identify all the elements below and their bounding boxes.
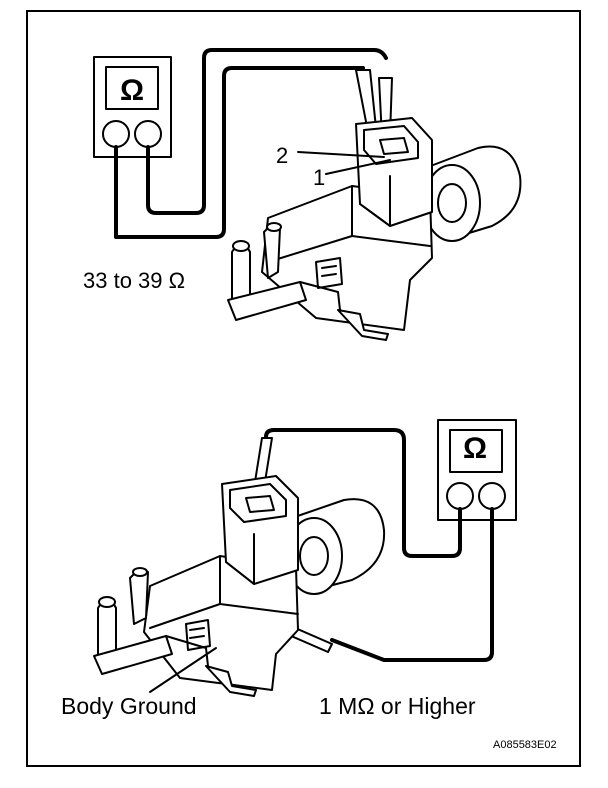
ohmmeter-top [93,56,172,158]
test-leads-top [114,48,388,239]
vsv-bottom [93,475,386,697]
pointer-terminal-2 [297,151,385,158]
vsv-top [227,117,522,341]
ohmmeter-symbol-bottom: Ω [463,432,488,465]
ohmmeter-symbol-top: Ω [120,74,145,107]
resistance-spec-ground: 1 MΩ or Higher [319,693,476,719]
figure-code: A085583E02 [493,739,557,751]
terminal-2-label: 2 [276,143,289,168]
body-ground-label: Body Ground [61,693,197,719]
terminal-1-label: 1 [313,165,326,190]
resistance-spec-terminals: 33 to 39 Ω [83,268,186,293]
test-leads-bottom [264,428,494,662]
ohmmeter-bottom [437,419,517,521]
figure-frame [26,10,581,767]
pointer-terminal-1 [325,159,391,175]
pointer-body-ground [149,647,217,693]
